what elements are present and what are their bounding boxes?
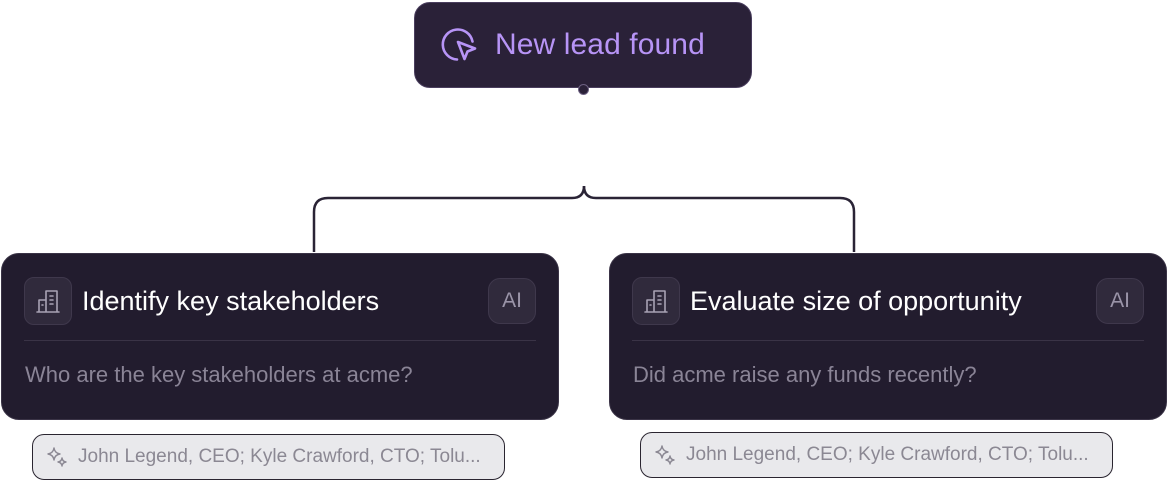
step-title: Evaluate size of opportunity	[690, 285, 1022, 316]
card-divider	[632, 340, 1144, 341]
ai-badge: AI	[488, 278, 536, 324]
result-text: John Legend, CEO; Kyle Crawford, CTO; To…	[686, 444, 1089, 465]
connector-branch-left	[312, 185, 586, 252]
step-card-stakeholders[interactable]: Identify key stakeholders AI Who are the…	[1, 253, 559, 420]
cursor-click-icon	[439, 25, 479, 65]
trigger-node[interactable]: New lead found	[414, 2, 752, 88]
ai-badge: AI	[1096, 278, 1144, 324]
building-icon	[632, 277, 680, 325]
result-chip-opportunity[interactable]: John Legend, CEO; Kyle Crawford, CTO; To…	[640, 432, 1113, 478]
result-text: John Legend, CEO; Kyle Crawford, CTO; To…	[78, 446, 481, 467]
sparkle-icon	[653, 443, 677, 467]
connector-anchor-dot[interactable]	[578, 84, 589, 95]
step-prompt: Did acme raise any funds recently?	[633, 362, 977, 387]
step-card-header: Evaluate size of opportunity AI	[632, 276, 1144, 326]
building-icon	[24, 277, 72, 325]
trigger-label: New lead found	[495, 28, 705, 61]
step-prompt: Who are the key stakeholders at acme?	[25, 362, 413, 387]
step-card-header: Identify key stakeholders AI	[24, 276, 536, 326]
step-card-opportunity[interactable]: Evaluate size of opportunity AI Did acme…	[609, 253, 1167, 420]
card-divider	[24, 340, 536, 341]
sparkle-icon	[45, 445, 69, 469]
connector-branch-right	[582, 185, 856, 252]
result-chip-stakeholders[interactable]: John Legend, CEO; Kyle Crawford, CTO; To…	[32, 434, 505, 480]
step-title: Identify key stakeholders	[82, 285, 380, 316]
